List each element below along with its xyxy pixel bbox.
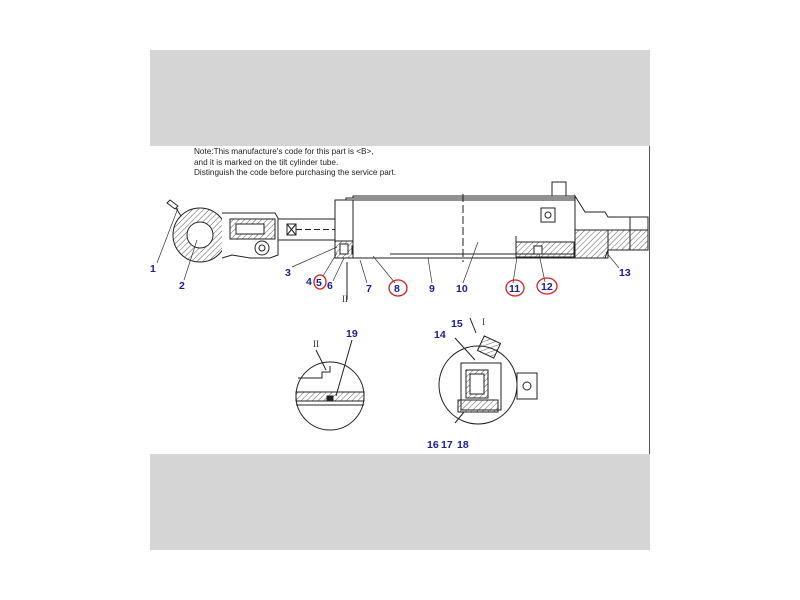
callout-13: 13 (619, 267, 631, 279)
section-mark-i-detail: I (482, 317, 485, 327)
bottom-end-cap (574, 194, 649, 259)
highlight-5 (313, 274, 327, 290)
callout-15: 15 (451, 318, 463, 330)
highlight-marks (313, 274, 558, 297)
panel-right-border (649, 146, 650, 454)
port-block (540, 181, 567, 223)
leader-lines (156, 207, 620, 284)
callout-11: 11 (509, 283, 520, 295)
callout-12: 12 (541, 281, 553, 293)
detail-i-view (438, 317, 538, 425)
section-mark-ii-main: II (342, 294, 348, 304)
highlight-12 (536, 277, 558, 295)
callout-17: 17 (441, 439, 453, 451)
rod-end-block (221, 212, 279, 259)
callout-3: 3 (285, 267, 291, 279)
highlight-11 (505, 279, 525, 297)
callout-5: 5 (316, 277, 322, 289)
bottom-gray-band (150, 454, 650, 550)
note-line-3: Distinguish the code before purchasing t… (194, 168, 397, 177)
highlight-8 (388, 279, 408, 297)
note-line-1: Note:This manufacture's code for this pa… (194, 147, 374, 156)
callout-16: 16 (427, 439, 439, 451)
callout-9: 9 (429, 283, 435, 295)
piston (515, 236, 575, 258)
callout-1: 1 (150, 263, 156, 275)
callout-4: 4 (306, 276, 312, 288)
rod-eye (166, 199, 228, 263)
callout-6: 6 (327, 280, 333, 292)
section-mark-ii-detail: II (313, 339, 319, 349)
note-line-2: and it is marked on the tilt cylinder tu… (194, 157, 339, 167)
detail-ii-view (295, 339, 365, 431)
callout-14: 14 (434, 329, 446, 341)
callout-19: 19 (346, 328, 358, 340)
top-gray-band (150, 50, 650, 146)
callout-8: 8 (394, 283, 400, 295)
purchase-note: Note:This manufacture's code for this pa… (194, 147, 396, 179)
callout-10: 10 (456, 283, 468, 295)
callout-18: 18 (457, 439, 469, 451)
callout-7: 7 (366, 283, 372, 295)
callout-2: 2 (179, 280, 185, 292)
piston-rod (277, 218, 339, 241)
